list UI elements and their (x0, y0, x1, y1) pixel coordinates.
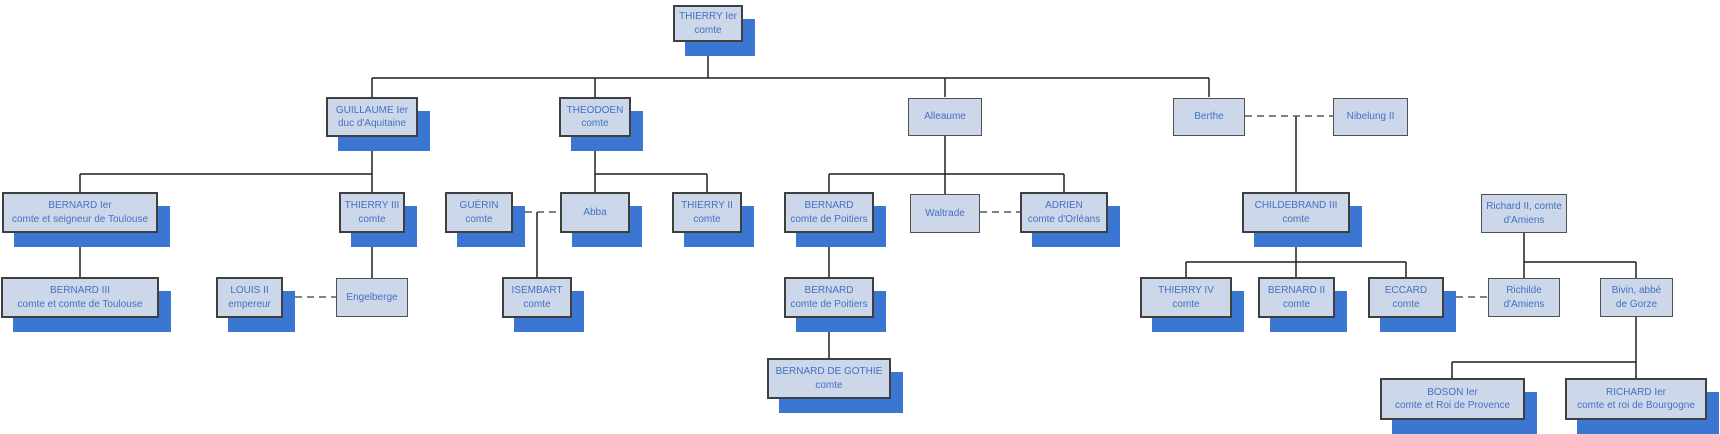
person-label: ECCARD (1384, 285, 1428, 297)
person-label: comte (1282, 213, 1310, 225)
person-node-alleaume[interactable]: Alleaume (908, 98, 982, 136)
person-label: THIERRY IV (1158, 285, 1214, 297)
person-label: LOUIS II (230, 285, 269, 297)
person-label: ISEMBART (511, 285, 563, 297)
person-label: RICHARD Ier (1605, 386, 1666, 398)
person-label: comte (694, 24, 722, 36)
person-label: CHILDEBRAND III (1254, 200, 1338, 212)
person-node-engelberge[interactable]: Engelberge (336, 278, 408, 317)
person-node-richard-1[interactable]: RICHARD Ier comte et roi de Bourgogne (1565, 378, 1707, 420)
person-label: Richilde (1506, 285, 1542, 297)
person-label: ADRIEN (1045, 200, 1083, 212)
person-label: comte (1282, 298, 1311, 310)
person-label: THIERRY Ier (679, 11, 737, 23)
person-node-berthe[interactable]: Berthe (1173, 98, 1245, 136)
person-label: Berthe (1194, 111, 1224, 123)
person-node-guillaume-1[interactable]: GUILLAUME Ier duc d'Aquitaine (326, 97, 418, 137)
person-label: THEODOEN (566, 104, 624, 116)
person-label: BERNARD (804, 285, 854, 297)
person-node-waltrade[interactable]: Waltrade (910, 194, 980, 233)
person-label: Waltrade (925, 207, 965, 219)
person-label: BERNARD (804, 200, 854, 212)
person-label: comte de Poitiers (790, 298, 868, 310)
person-label: d'Amiens (1503, 298, 1545, 310)
person-label: comte de Poitiers (790, 213, 868, 225)
person-label: comte et roi de Bourgogne (1577, 400, 1695, 411)
person-node-abba[interactable]: Abba (560, 192, 630, 233)
person-label: GUÉRIN (459, 200, 499, 212)
person-node-boson-1[interactable]: BOSON Ier comte et Roi de Provence (1380, 378, 1525, 420)
person-label: empereur (228, 298, 271, 310)
person-label: comte (523, 298, 551, 310)
person-label: BOSON Ier (1427, 386, 1478, 398)
person-label: comte (693, 213, 721, 225)
person-label: comte et Roi de Provence (1394, 400, 1511, 411)
person-label: Alleaume (924, 111, 966, 123)
person-node-theodoen[interactable]: THEODOEN comte (559, 97, 631, 137)
person-label: comte d'Orléans (1027, 213, 1101, 225)
person-label: comte et seigneur de Toulouse (11, 213, 148, 225)
person-label: THIERRY III (344, 200, 400, 212)
person-node-nibelung-2[interactable]: Nibelung II (1333, 98, 1408, 136)
person-label: Richard II, comte (1486, 201, 1562, 213)
person-label: comte (815, 379, 843, 391)
person-label: BERNARD Ier (48, 200, 112, 212)
person-label: comte (465, 213, 493, 225)
person-label: Bivin, abbé (1611, 285, 1662, 297)
person-label: comte et comte de Toulouse (17, 298, 143, 310)
person-label: BERNARD II (1267, 285, 1326, 297)
person-label: comte (1392, 298, 1420, 310)
person-label: d'Amiens (1503, 214, 1545, 226)
person-label: THIERRY II (681, 200, 733, 212)
person-label: comte (581, 118, 609, 129)
person-label: comte (1172, 298, 1200, 310)
person-label: Engelberge (346, 291, 398, 303)
person-label: comte (358, 213, 386, 225)
person-label: BERNARD III (49, 285, 110, 297)
person-label: Nibelung II (1346, 111, 1395, 123)
person-label: duc d'Aquitaine (337, 118, 407, 129)
person-label: Abba (583, 206, 607, 218)
person-label: GUILLAUME Ier (335, 104, 409, 116)
person-label: BERNARD DE GOTHIE (775, 366, 883, 378)
person-label: de Gorze (1615, 298, 1658, 310)
